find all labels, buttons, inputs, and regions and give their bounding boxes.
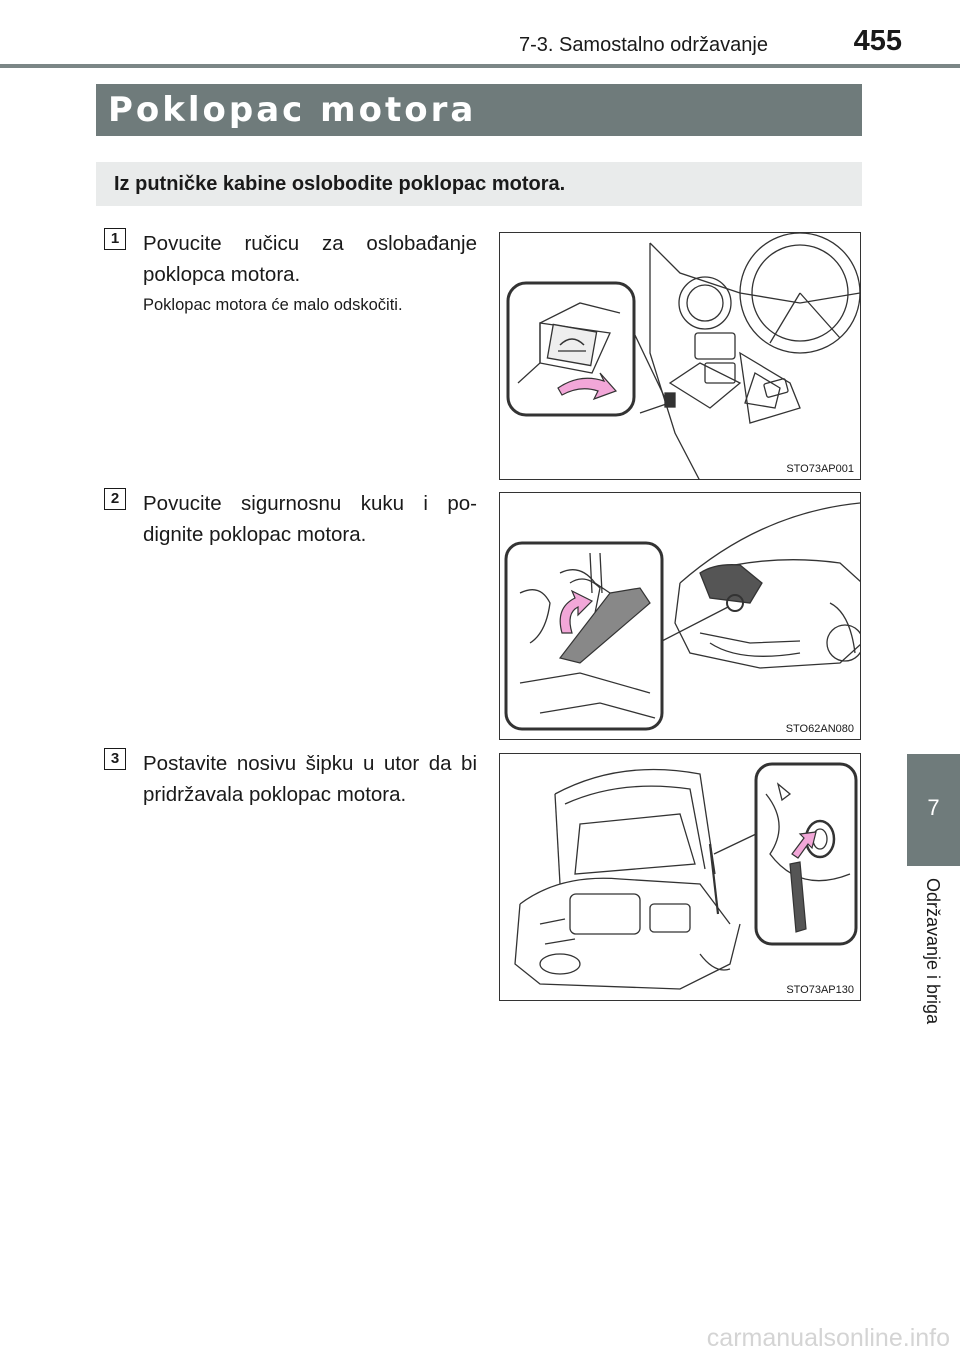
figure-hood-release-lever: STO73AP001: [499, 232, 861, 480]
step-number-2: 2: [104, 488, 126, 510]
figure-code-3: STO73AP130: [786, 984, 854, 996]
title-bar: Poklopac motora: [96, 84, 862, 136]
figure-code-1: STO73AP001: [786, 463, 854, 475]
figure-support-rod: STO73AP130: [499, 753, 861, 1001]
figure-code-2: STO62AN080: [785, 723, 854, 735]
chapter-number: 7: [927, 795, 940, 820]
intro-text: Iz putničke kabine oslobodite poklopac m…: [114, 173, 566, 195]
page-title: Poklopac motora: [108, 90, 477, 130]
step-note-1: Poklopac motora će malo odskočiti.: [143, 296, 403, 314]
step-text-2: Povucite sigurnosnu kuku i po-dignite po…: [143, 492, 477, 546]
safety-catch-illustration: [504, 502, 860, 731]
support-rod-illustration: [514, 762, 858, 990]
step-text-3: Postavite nosivu šipku u utor da bi prid…: [143, 752, 477, 806]
step-number-1: 1: [104, 228, 126, 250]
header-section-title: 7-3. Samostalno održavanje: [518, 34, 768, 56]
chapter-label: Održavanje i briga: [923, 878, 943, 1025]
step-text-1: Povucite ručicu za oslobađanje poklopca …: [143, 232, 477, 286]
hood-release-lever-illustration: [506, 233, 860, 479]
header-divider: [0, 64, 960, 68]
step-number-3: 3: [104, 748, 126, 770]
page-number: 455: [853, 25, 902, 57]
intro-box: Iz putničke kabine oslobodite poklopac m…: [96, 162, 862, 206]
figure-safety-catch: STO62AN080: [499, 492, 861, 740]
watermark: carmanualsonline.info: [706, 1324, 950, 1352]
chapter-tab: 7: [907, 754, 960, 866]
